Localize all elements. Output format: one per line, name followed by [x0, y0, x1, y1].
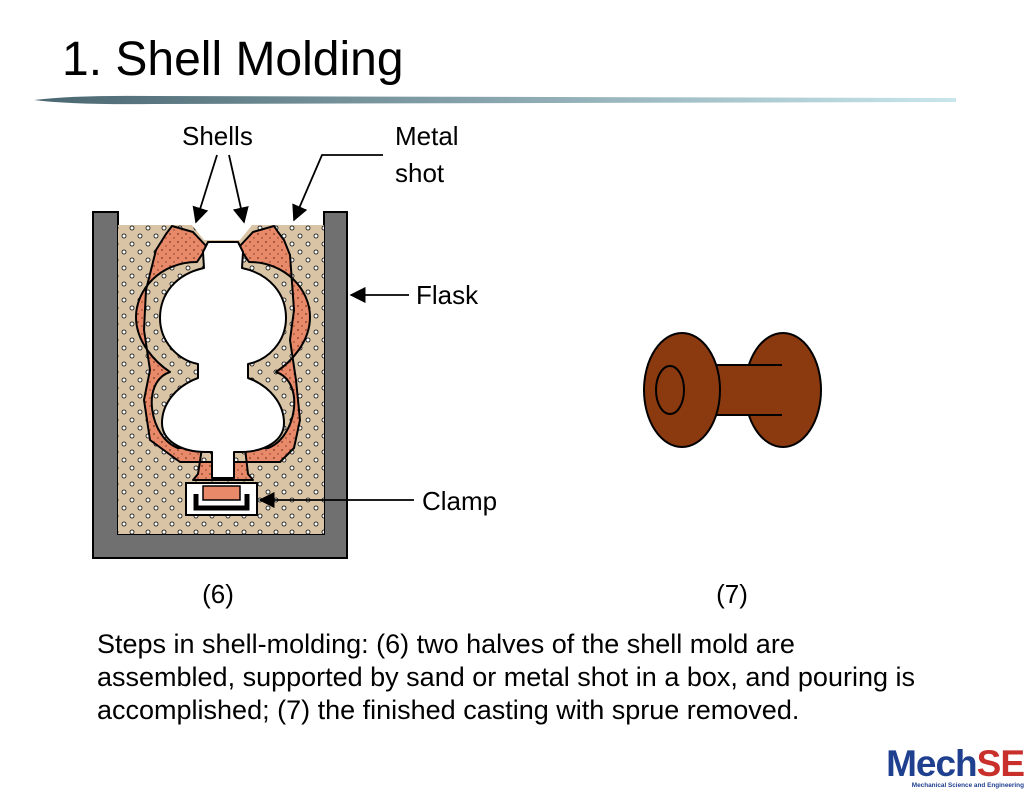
- shell-mold: [135, 225, 311, 481]
- step-7-label: (7): [716, 579, 748, 609]
- step-6-label: (6): [202, 579, 234, 609]
- mechse-logo: MechSE Mechanical Science and Engineerin…: [877, 743, 1024, 791]
- title-divider: [34, 95, 956, 105]
- figure-caption: Steps in shell-molding: (6) two halves o…: [97, 629, 915, 725]
- label-flask: Flask: [416, 280, 479, 310]
- shells-arrow-left: [192, 154, 218, 224]
- logo-wordmark: MechSE: [886, 743, 1024, 784]
- logo-mech: Mech: [886, 743, 978, 784]
- finished-casting: [643, 332, 822, 448]
- shells-arrow-right: [228, 154, 249, 224]
- clamp: [185, 482, 258, 516]
- label-shot: shot: [395, 158, 445, 188]
- logo-se: SE: [976, 743, 1024, 784]
- label-shells: Shells: [182, 121, 253, 151]
- metal-shot-arrow: [292, 154, 383, 222]
- shell-molding-diagram: Shells Metal shot Flask Clamp (6) (7): [92, 121, 822, 609]
- label-metal: Metal: [395, 121, 459, 151]
- slide-title: 1. Shell Molding: [62, 33, 404, 86]
- mold-cavity: [159, 241, 287, 479]
- logo-subtitle: Mechanical Science and Engineering: [911, 782, 1024, 789]
- label-clamp: Clamp: [422, 486, 497, 516]
